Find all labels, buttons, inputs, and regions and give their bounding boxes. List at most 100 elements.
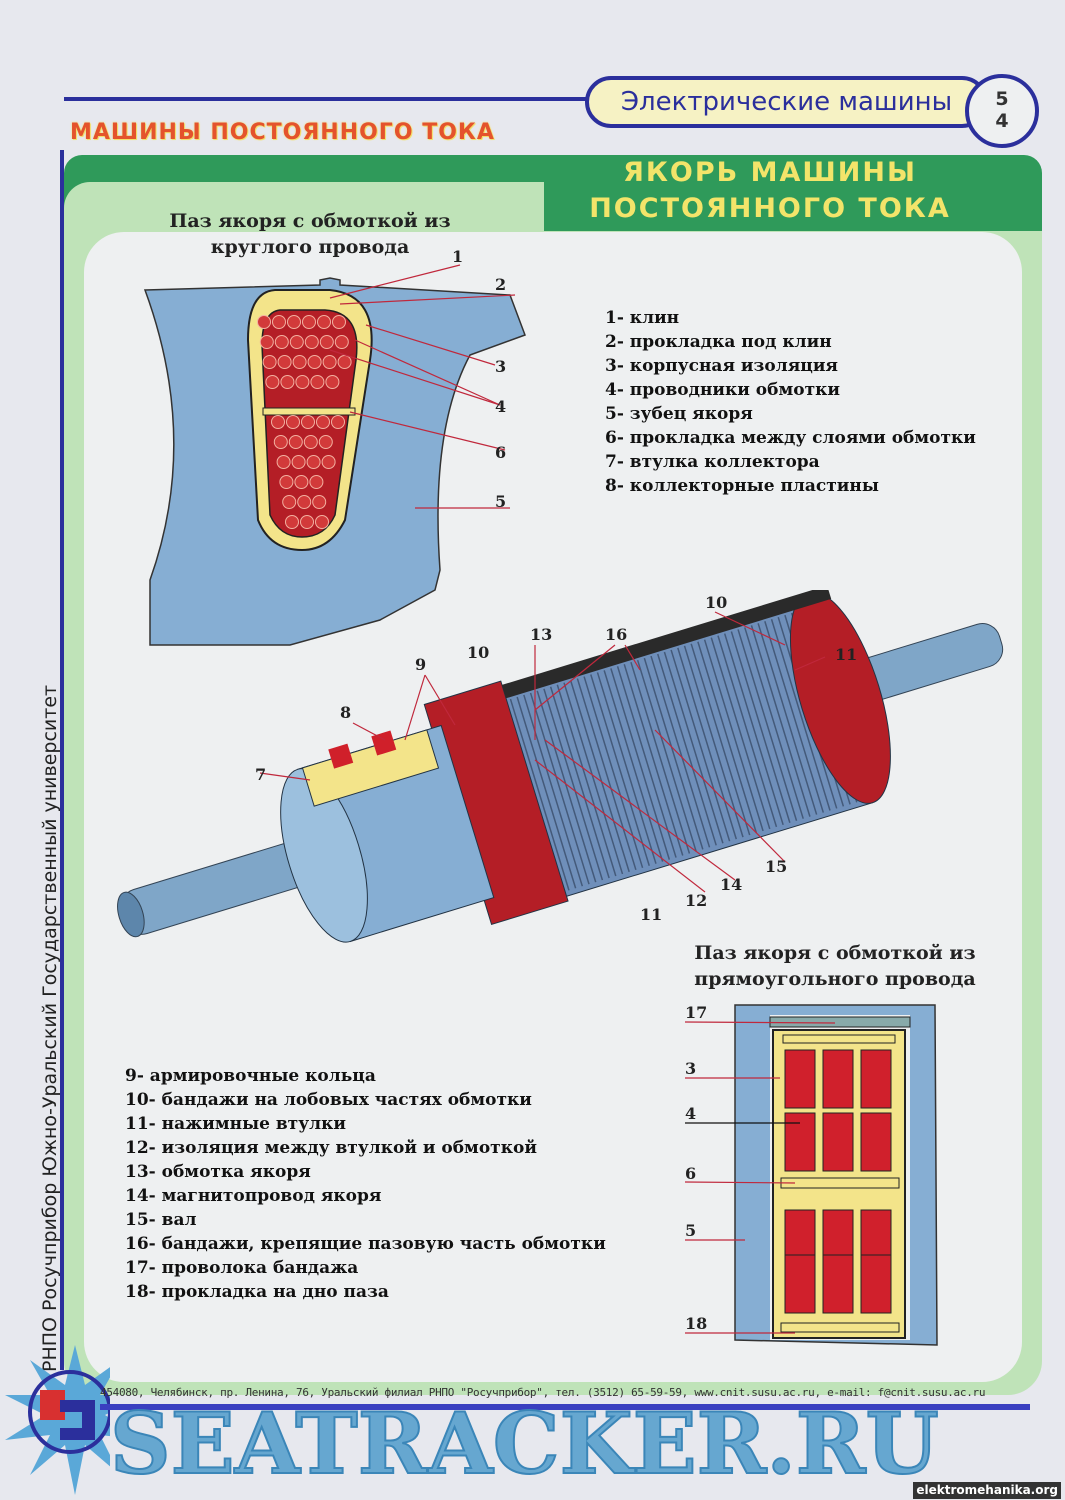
round-conductor <box>325 375 340 389</box>
lamination <box>764 621 825 813</box>
round-conductor <box>276 455 291 469</box>
round-conductor <box>262 355 277 369</box>
round-conductor <box>295 375 310 389</box>
callout-16: 16 <box>605 625 627 644</box>
callout-17: 17 <box>685 1003 707 1022</box>
legend-item: 12- изоляция между втулкой и обмоткой <box>125 1138 537 1158</box>
legend-item: 9- армировочные кольца <box>125 1066 376 1086</box>
lamination <box>529 692 590 885</box>
round-conductor <box>300 515 314 529</box>
rect-conductor <box>822 1254 854 1314</box>
rect-conductor <box>784 1254 816 1314</box>
section-title: ЯКОРЬ МАШИНЫ ПОСТОЯННОГО ТОКА <box>560 155 980 227</box>
publisher-address: 454080, Челябинск, пр. Ленина, 76, Ураль… <box>100 1386 986 1399</box>
logo-ring <box>28 1370 110 1454</box>
section-title-line2: ПОСТОЯННОГО ТОКА <box>589 193 951 224</box>
round-conductor <box>334 335 349 349</box>
callout-11b: 11 <box>640 905 662 924</box>
lamination <box>569 680 630 873</box>
legend-item: 7- втулка коллектора <box>605 452 820 472</box>
lamination <box>536 690 597 883</box>
round-conductor <box>257 315 271 329</box>
category-title: МАШИНЫ ПОСТОЯННОГО ТОКА <box>70 120 495 145</box>
winding-conductors <box>257 315 352 529</box>
lamination <box>723 633 784 826</box>
round-conductor <box>288 435 303 449</box>
lamination <box>543 688 604 881</box>
page-number-top: 5 <box>995 88 1009 110</box>
round-conductor <box>289 335 304 349</box>
legend-item: 1- клин <box>605 308 680 328</box>
round-conductor <box>280 375 295 389</box>
lamination <box>683 645 744 838</box>
round-conductor <box>322 355 337 369</box>
legend-item: 8- коллекторные пластины <box>605 476 879 496</box>
legend-item: 11- нажимные втулки <box>125 1114 346 1134</box>
commutator-bushing <box>301 729 440 807</box>
lamination <box>744 627 804 819</box>
bandage-wire <box>769 1016 911 1028</box>
commutator-face <box>280 768 368 943</box>
legend-item: 4- проводники обмотки <box>605 380 841 400</box>
lamination <box>663 651 724 844</box>
rect-conductor <box>860 1112 892 1172</box>
lamination <box>757 623 818 815</box>
callout-3: 3 <box>495 357 506 376</box>
callout-12: 12 <box>685 891 707 910</box>
lamination <box>657 653 717 846</box>
round-conductor <box>301 415 315 429</box>
round-conductor <box>331 415 345 429</box>
publisher-logo <box>5 1345 110 1495</box>
lamination <box>636 659 697 852</box>
round-conductor <box>332 315 346 329</box>
rect-slot-caption-line1: Паз якоря с обмоткой из <box>694 942 976 964</box>
round-conductor <box>312 495 327 509</box>
rect-conductor <box>860 1254 892 1314</box>
bottom-spacer <box>780 1322 900 1333</box>
callout-11: 11 <box>835 645 857 664</box>
legend-item: 15- вал <box>125 1210 197 1230</box>
lamination <box>630 661 691 854</box>
legend-item: 13- обмотка якоря <box>125 1162 311 1182</box>
lamination <box>670 649 731 842</box>
round-conductor <box>321 455 336 469</box>
series-title: Электрические машины <box>585 76 988 128</box>
round-slot-caption: Паз якоря с обмоткой из круглого провода <box>140 208 480 260</box>
callout-9: 9 <box>415 655 426 674</box>
lamination <box>603 670 664 862</box>
lamination <box>650 655 711 848</box>
round-conductor <box>292 355 307 369</box>
logo-blue-block <box>60 1400 95 1440</box>
round-conductor <box>271 415 285 429</box>
round-conductor <box>302 315 316 329</box>
round-conductor <box>272 315 286 329</box>
callout-14: 14 <box>720 875 742 894</box>
page-number: 5 4 <box>965 74 1039 148</box>
leader-lines <box>329 264 516 509</box>
round-slot-caption-line1: Паз якоря с обмоткой из <box>169 210 451 232</box>
round-conductor <box>265 375 280 389</box>
rect-conductor <box>860 1049 892 1109</box>
callout-2: 2 <box>495 275 506 294</box>
round-conductor <box>273 435 288 449</box>
reinforcing-ring <box>371 730 397 756</box>
rect-slot-caption-line2: прямоугольного провода <box>694 968 976 990</box>
round-conductor <box>304 335 319 349</box>
lamination <box>677 647 738 840</box>
rect-conductor <box>822 1049 854 1109</box>
watermark: SEATRACKER.RU <box>109 1394 940 1493</box>
round-conductor <box>291 455 306 469</box>
page-number-bottom: 4 <box>995 110 1009 132</box>
round-conductor <box>309 475 324 489</box>
legend-item: 10- бандажи на лобовых частях обмотки <box>125 1090 532 1110</box>
callout-18: 18 <box>685 1314 707 1333</box>
rect-slot-diagram: 17 3 4 6 5 18 <box>684 1003 938 1346</box>
round-conductor <box>277 355 292 369</box>
header-rule <box>64 97 594 101</box>
round-conductor <box>306 455 321 469</box>
rect-conductor <box>784 1049 816 1109</box>
legend-item: 16- бандажи, крепящие пазовую часть обмо… <box>125 1234 606 1254</box>
title-bar-tab <box>64 182 544 232</box>
round-conductor <box>303 435 318 449</box>
callout-13: 13 <box>530 625 552 644</box>
